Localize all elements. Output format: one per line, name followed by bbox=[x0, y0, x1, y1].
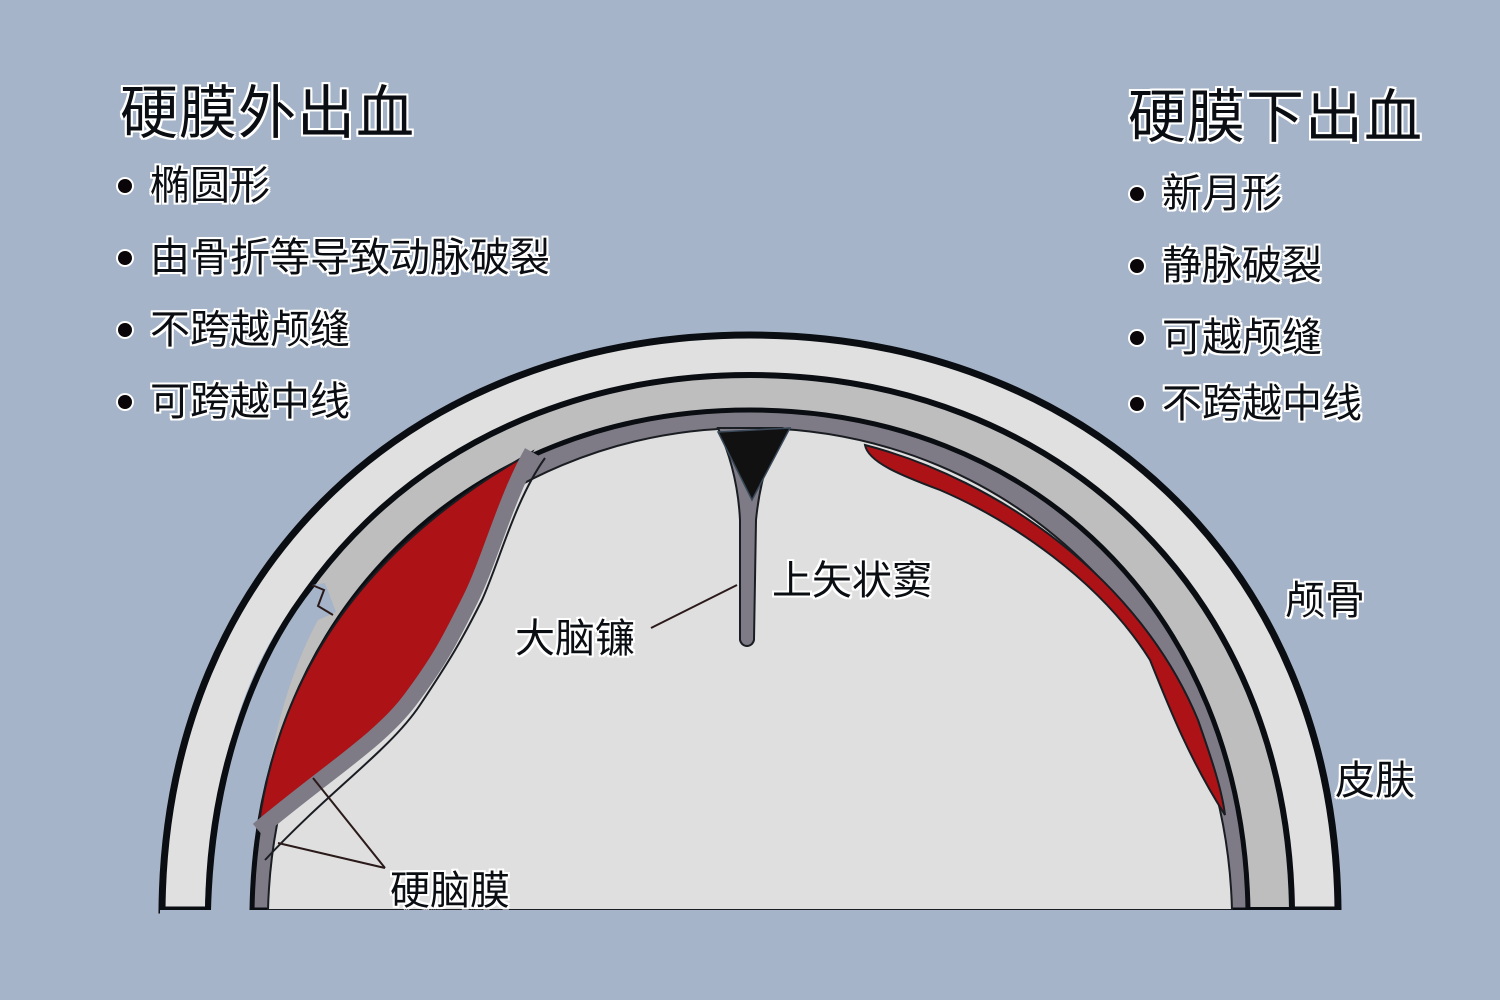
epidural-point: 不跨越颅缝 bbox=[118, 294, 550, 366]
subdural-hematoma bbox=[863, 443, 1226, 816]
bullet-icon bbox=[1130, 397, 1144, 411]
subdural-title: 硬膜下出血 bbox=[1128, 83, 1424, 151]
bullet-icon bbox=[118, 251, 132, 265]
label-skull: 颅骨 bbox=[1285, 578, 1365, 624]
skull-fracture bbox=[208, 583, 336, 910]
label-superior-sagittal-sinus: 上矢状窦 bbox=[772, 558, 932, 604]
dura-leader-line-1 bbox=[312, 777, 386, 869]
epidural-point: 由骨折等导致动脉破裂 bbox=[118, 222, 550, 294]
bullet-icon bbox=[1130, 259, 1144, 273]
epidural-title: 硬膜外出血 bbox=[120, 79, 416, 147]
falx-leader-line bbox=[650, 584, 738, 629]
label-skin: 皮肤 bbox=[1335, 758, 1415, 804]
epidural-point: 可跨越中线 bbox=[118, 366, 550, 438]
subdural-points: 新月形 静脉破裂 可越颅缝 不跨越中线 bbox=[1130, 158, 1362, 434]
subdural-point: 新月形 bbox=[1130, 158, 1362, 230]
bullet-icon bbox=[1130, 187, 1144, 201]
subdural-point: 可越颅缝 bbox=[1130, 302, 1362, 374]
bullet-icon bbox=[118, 323, 132, 337]
label-dura-mater: 硬脑膜 bbox=[390, 868, 510, 914]
bullet-icon bbox=[1130, 331, 1144, 345]
bullet-icon bbox=[118, 395, 132, 409]
epidural-points: 椭圆形 由骨折等导致动脉破裂 不跨越颅缝 可跨越中线 bbox=[118, 150, 550, 438]
epidural-point: 椭圆形 bbox=[118, 150, 550, 222]
label-falx-cerebri: 大脑镰 bbox=[515, 616, 635, 662]
subdural-point: 静脉破裂 bbox=[1130, 230, 1362, 302]
subdural-point: 不跨越中线 bbox=[1130, 374, 1362, 434]
bullet-icon bbox=[118, 179, 132, 193]
dura-leader-line-2 bbox=[277, 842, 386, 869]
superior-sagittal-sinus bbox=[716, 427, 792, 502]
